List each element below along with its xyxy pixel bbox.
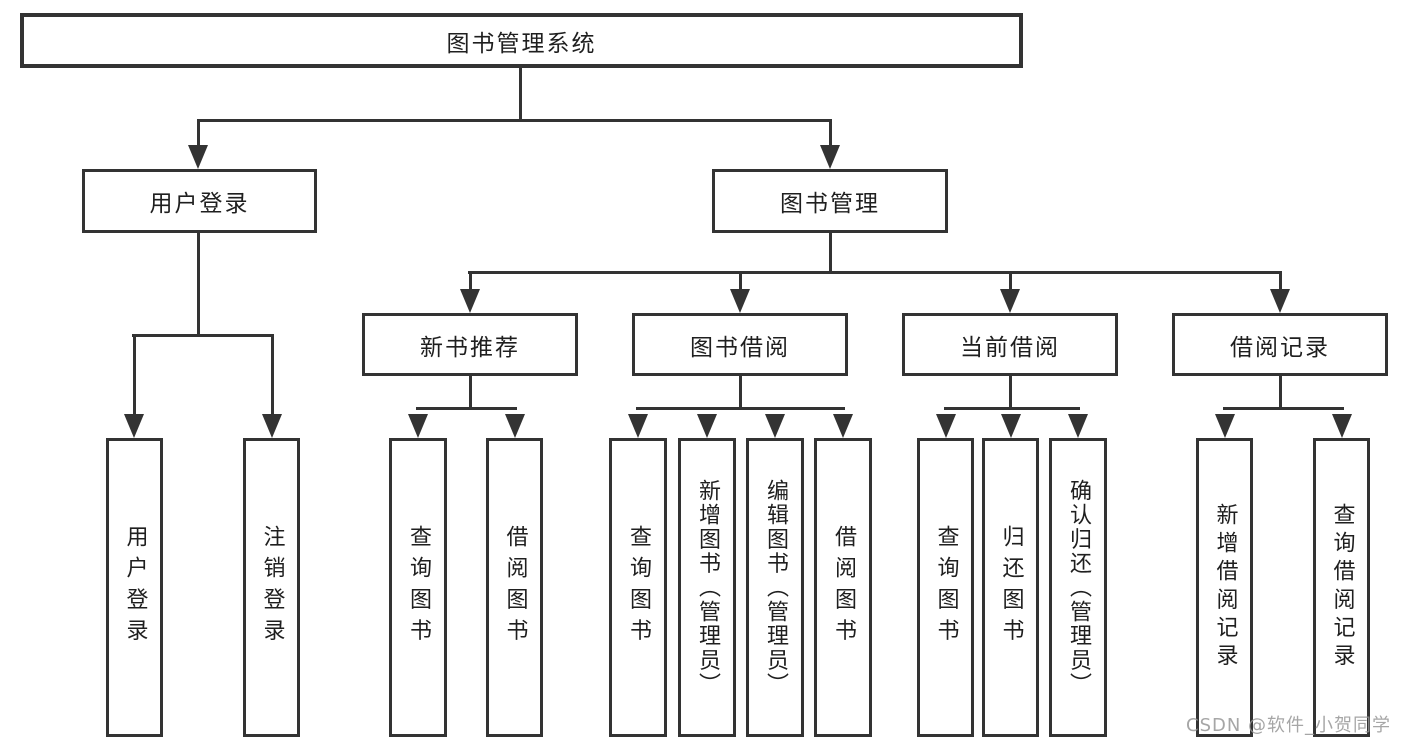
connector-level1-horizontal	[197, 119, 832, 122]
connector-level3-horizontal	[468, 271, 1282, 274]
arrow-down-icon	[1270, 289, 1290, 313]
node-library-management-system: 图书管理系统	[20, 13, 1023, 68]
connector-to-leaf-user-login	[133, 334, 136, 418]
leaf-label: 归还图书	[998, 525, 1024, 650]
connector-user-login-horizontal	[132, 334, 273, 337]
connector-borrow-records-horizontal	[1223, 407, 1344, 410]
node-user-login: 用户登录	[82, 169, 317, 233]
connector-to-user-login	[197, 119, 200, 149]
arrow-down-icon	[1001, 414, 1021, 438]
leaf-label: 查询图书	[406, 525, 431, 650]
connector-current-borrow-stem	[1009, 376, 1012, 410]
leaf-borrow-books-recommend: 借阅图书	[486, 438, 543, 737]
arrow-down-icon	[188, 145, 208, 169]
leaf-label: 注销登录	[259, 525, 285, 650]
node-borrow-records: 借阅记录	[1172, 313, 1388, 376]
leaf-label: 新增借阅记录	[1212, 503, 1238, 672]
leaf-label: 编辑图书（管理员）	[763, 478, 788, 697]
leaf-user-login: 用户登录	[106, 438, 163, 737]
connector-to-current-borrow	[1009, 271, 1012, 293]
leaf-logout: 注销登录	[243, 438, 300, 737]
connector-book-borrow-horizontal	[636, 407, 845, 410]
connector-book-borrow-stem	[739, 376, 742, 410]
leaf-query-books-borrow: 查询图书	[609, 438, 667, 737]
csdn-watermark: CSDN @软件_小贺同学	[1186, 715, 1392, 736]
leaf-query-books-recommend: 查询图书	[389, 438, 447, 737]
node-label: 用户登录	[149, 191, 250, 217]
arrow-down-icon	[628, 414, 648, 438]
node-label: 当前借阅	[960, 334, 1060, 361]
leaf-label: 查询图书	[933, 525, 959, 650]
connector-to-leaf-logout	[271, 334, 274, 418]
connector-to-borrow-records	[1279, 271, 1282, 293]
node-book-management: 图书管理	[712, 169, 948, 233]
leaf-label: 查询图书	[626, 525, 651, 650]
node-label: 图书管理系统	[446, 30, 597, 57]
leaf-borrow-books: 借阅图书	[814, 438, 872, 737]
arrow-down-icon	[505, 414, 525, 438]
arrow-down-icon	[1068, 414, 1088, 438]
connector-to-book-management	[829, 119, 832, 149]
node-label: 图书借阅	[690, 334, 790, 361]
arrow-down-icon	[833, 414, 853, 438]
node-label: 借阅记录	[1230, 334, 1330, 361]
connector-new-book-stem	[469, 376, 472, 410]
leaf-query-books-current: 查询图书	[917, 438, 974, 737]
node-book-borrow: 图书借阅	[632, 313, 848, 376]
leaf-label: 确认归还（管理员）	[1066, 478, 1091, 697]
leaf-label: 用户登录	[122, 525, 148, 650]
arrow-down-icon	[1000, 289, 1020, 313]
node-label: 新书推荐	[420, 334, 520, 361]
arrow-down-icon	[124, 414, 144, 438]
connector-borrow-records-stem	[1279, 376, 1282, 410]
leaf-query-borrow-record: 查询借阅记录	[1313, 438, 1370, 737]
node-label: 图书管理	[780, 191, 880, 217]
arrow-down-icon	[1332, 414, 1352, 438]
connector-current-borrow-horizontal	[944, 407, 1080, 410]
arrow-down-icon	[730, 289, 750, 313]
connector-user-login-stem	[197, 233, 200, 337]
node-new-book-recommend: 新书推荐	[362, 313, 578, 376]
arrow-down-icon	[697, 414, 717, 438]
connector-root-stem	[519, 68, 522, 122]
arrow-down-icon	[936, 414, 956, 438]
leaf-add-borrow-record: 新增借阅记录	[1196, 438, 1253, 737]
arrow-down-icon	[408, 414, 428, 438]
leaf-label: 新增图书（管理员）	[695, 478, 720, 697]
connector-to-book-borrow	[739, 271, 742, 293]
arrow-down-icon	[262, 414, 282, 438]
connector-to-new-book	[469, 271, 472, 293]
leaf-confirm-return-admin: 确认归还（管理员）	[1049, 438, 1107, 737]
leaf-add-books-admin: 新增图书（管理员）	[678, 438, 736, 737]
arrow-down-icon	[460, 289, 480, 313]
arrow-down-icon	[820, 145, 840, 169]
leaf-label: 借阅图书	[502, 525, 528, 650]
connector-new-book-horizontal	[416, 407, 517, 410]
node-current-borrow: 当前借阅	[902, 313, 1118, 376]
leaf-label: 借阅图书	[831, 525, 856, 650]
arrow-down-icon	[765, 414, 785, 438]
arrow-down-icon	[1215, 414, 1235, 438]
leaf-edit-books-admin: 编辑图书（管理员）	[746, 438, 804, 737]
leaf-return-books: 归还图书	[982, 438, 1039, 737]
connector-book-management-stem	[829, 233, 832, 274]
leaf-label: 查询借阅记录	[1329, 503, 1355, 672]
